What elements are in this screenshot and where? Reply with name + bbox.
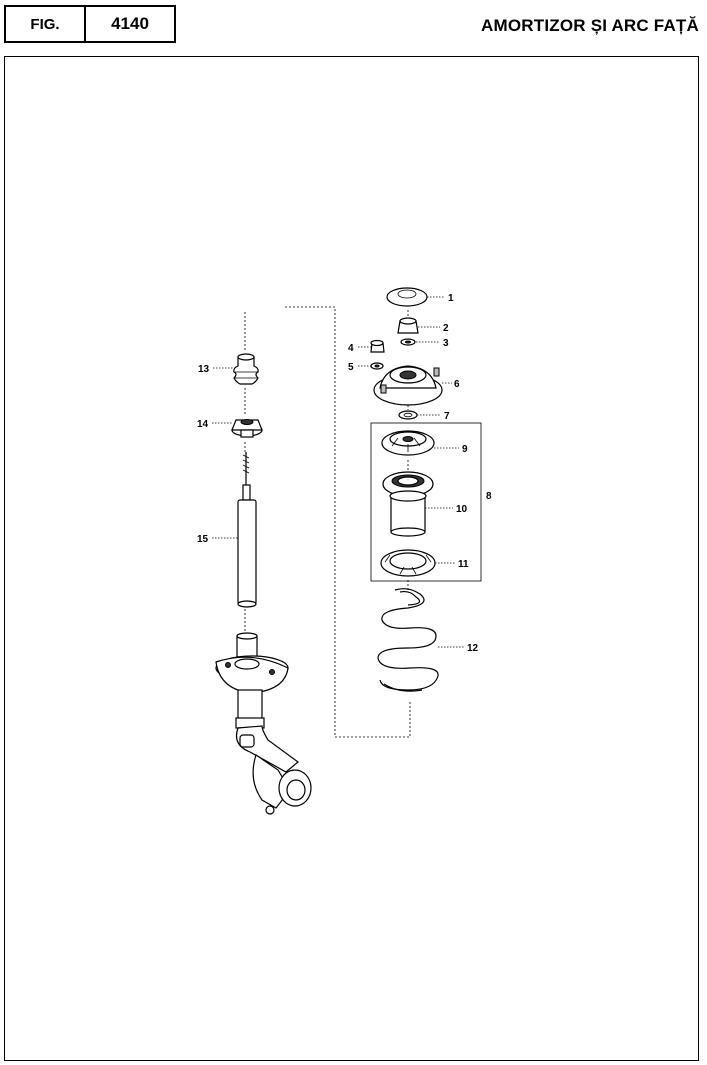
part-11-lower-ring <box>380 549 436 577</box>
page-title: AMORTIZOR ȘI ARC FAȚĂ <box>481 16 699 35</box>
callout-6: 6 <box>454 379 460 390</box>
part-6-top-mount <box>373 365 443 406</box>
part-13-bump-stop <box>233 353 259 385</box>
part-14-cup <box>231 419 263 438</box>
part-2-nut <box>397 317 419 334</box>
part-1-cap <box>386 287 428 307</box>
part-9-spring-seat <box>381 430 435 456</box>
leader-lines <box>212 296 465 648</box>
callout-2: 2 <box>443 323 449 334</box>
callout-14: 14 <box>197 419 209 430</box>
kit-8-group-box <box>370 422 482 582</box>
callout-10: 10 <box>456 504 468 515</box>
callout-3: 3 <box>443 338 449 349</box>
part-5-washer <box>370 362 384 370</box>
assembly-bracket <box>285 306 411 738</box>
callout-9: 9 <box>462 444 468 455</box>
part-10-dust-boot <box>382 471 434 537</box>
part-12-coil-spring <box>377 588 439 692</box>
part-3-washer <box>400 338 416 346</box>
callout-4: 4 <box>348 343 354 354</box>
strut-knuckle <box>215 632 312 815</box>
fig-label: FIG. <box>6 7 86 41</box>
callout-7: 7 <box>444 411 450 422</box>
callout-13: 13 <box>198 364 210 375</box>
drawing-frame <box>4 56 699 1061</box>
callout-11: 11 <box>458 559 469 570</box>
callout-1: 1 <box>448 293 454 304</box>
figure-id-box: FIG. 4140 <box>4 5 176 43</box>
callout-12: 12 <box>467 643 479 654</box>
callout-15: 15 <box>197 534 209 545</box>
part-15-shock-absorber <box>237 452 257 608</box>
fig-number: 4140 <box>111 14 149 33</box>
part-4-nut <box>370 339 385 353</box>
callout-8: 8 <box>486 491 492 502</box>
part-7-bearing <box>398 410 418 420</box>
callout-5: 5 <box>348 362 354 373</box>
